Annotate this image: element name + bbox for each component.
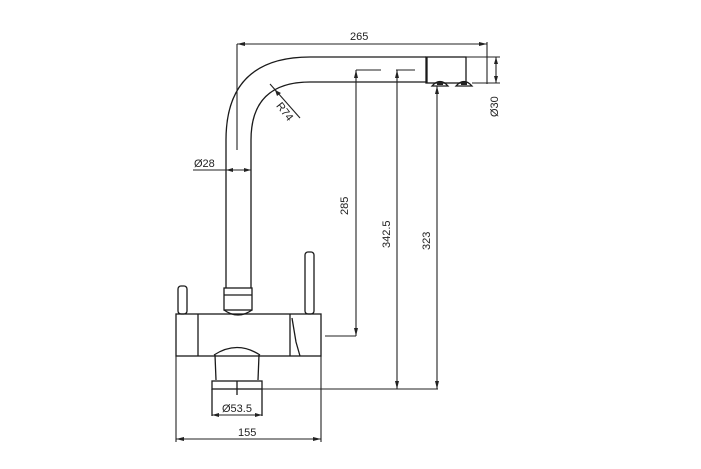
aerator-left	[430, 80, 450, 87]
dim-label-body-width: 155	[238, 427, 257, 439]
left-handle	[177, 285, 188, 315]
spout-head	[425, 56, 467, 84]
dim-label-height-342-5: 342.5	[381, 220, 393, 248]
dim-label-height-285: 285	[339, 196, 351, 215]
dim-label-tube-diameter: Ø28	[194, 158, 215, 170]
spout	[225, 56, 474, 288]
faucet-body	[175, 251, 322, 416]
dim-label-height-323: 323	[421, 231, 433, 250]
dim-label-base-diameter: Ø53.5	[222, 403, 252, 415]
dimension-lines	[175, 42, 500, 442]
aerator-right	[454, 80, 474, 87]
dim-label-spout-reach: 265	[350, 31, 369, 43]
dim-label-head-diameter: Ø30	[489, 96, 501, 117]
right-lever	[304, 251, 315, 315]
